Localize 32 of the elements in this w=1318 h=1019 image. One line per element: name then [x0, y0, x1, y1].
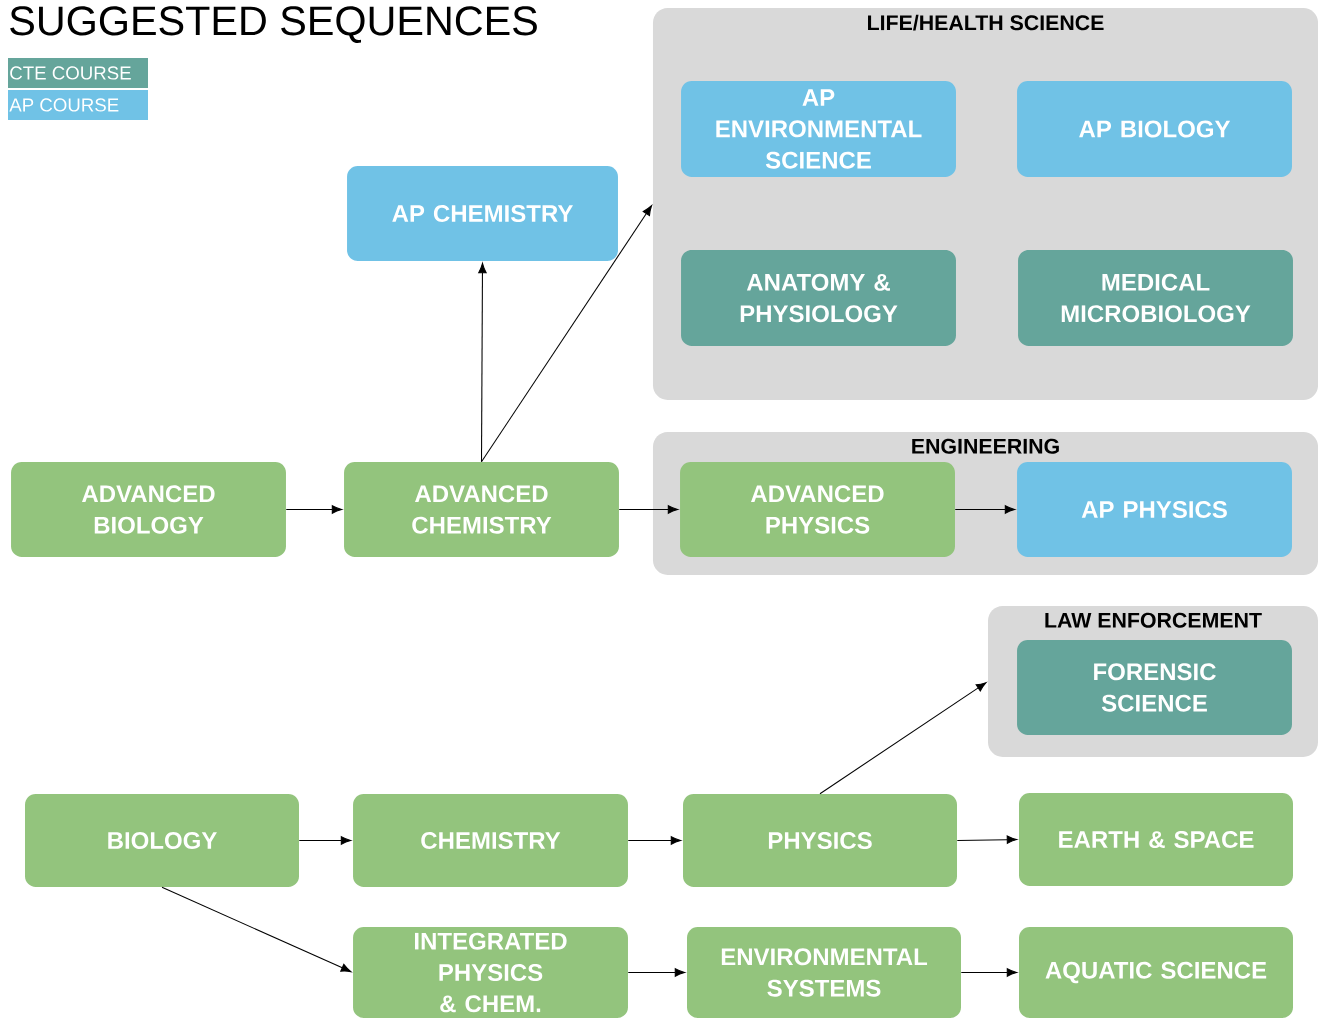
course-box: ADVANCED CHEMISTRY [344, 462, 619, 557]
course-box: ADVANCED BIOLOGY [11, 462, 286, 557]
arrow [161, 886, 352, 973]
arrow [954, 505, 1016, 514]
course-box: AP PHYSICS [1017, 462, 1292, 557]
course-box: BIOLOGY [25, 793, 299, 888]
course-box: AP CHEMISTRY [347, 166, 618, 261]
arrow [819, 682, 987, 795]
course-box: ANATOMY & PHYSIOLOGY [681, 250, 956, 346]
title: SUGGESTED SEQUENCES [10, 6, 537, 43]
course-box: FORENSIC SCIENCE [1017, 640, 1292, 735]
arrow [627, 968, 686, 977]
course-box: ADVANCED PHYSICS [680, 462, 955, 557]
legend-label: AP COURSE [9, 98, 119, 112]
arrow [298, 836, 352, 845]
course-box: PHYSICS [683, 793, 957, 888]
arrow [956, 835, 1018, 844]
arrow [627, 836, 682, 845]
arrow [960, 968, 1018, 977]
arrow [285, 505, 343, 514]
course-box: MEDICAL MICROBIOLOGY [1018, 250, 1293, 346]
course-box: AQUATIC SCIENCE [1019, 927, 1293, 1018]
course-box: ENVIRONMENTAL SYSTEMS [687, 927, 961, 1018]
legend-label: CTE COURSE [10, 66, 131, 80]
course-box: AP ENVIRONMENTAL SCIENCE [681, 81, 956, 177]
course-box: AP BIOLOGY [1017, 81, 1292, 177]
arrow [478, 262, 487, 463]
arrow [480, 205, 653, 463]
arrow [618, 505, 679, 514]
course-box: EARTH & SPACE [1019, 792, 1293, 887]
course-box: CHEMISTRY [353, 793, 628, 888]
course-box: INTEGRATED PHYSICS & CHEM. [353, 927, 628, 1018]
